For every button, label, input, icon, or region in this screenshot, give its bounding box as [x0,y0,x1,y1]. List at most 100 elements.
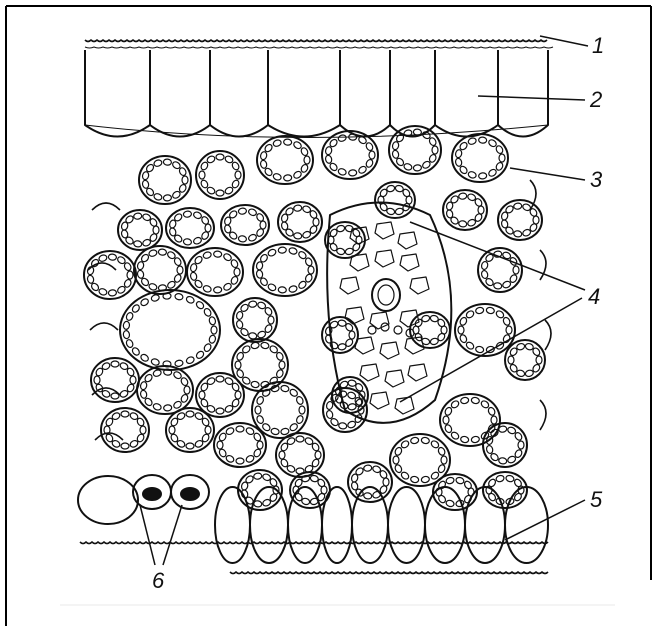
mesophyll-cell [375,182,415,218]
mesophyll-cell [166,408,214,452]
mesophyll-cell [483,423,527,467]
mesophyll-cell [196,151,244,199]
chloroplast [203,307,212,317]
mesophyll-cell-wall [214,423,266,467]
chloroplast [94,376,100,384]
chloroplast [121,229,129,238]
mesophyll-cell-wall [196,151,244,199]
chloroplast [236,369,245,379]
chloroplast [365,142,374,152]
chloroplast [230,275,239,285]
chloroplast [467,218,477,227]
chloroplast [183,211,192,218]
upper-cuticle-line [85,40,547,42]
vascular-cell [345,307,364,324]
chloroplast [245,427,255,436]
chloroplast [289,422,299,432]
chloroplast [495,474,504,482]
chloroplast [130,376,136,384]
chloroplast [495,145,504,155]
chloroplast [295,396,304,406]
chloroplast [495,161,504,171]
chloroplast [208,335,216,344]
chloroplast [392,150,400,159]
chloroplast [278,247,287,254]
chloroplast [245,454,255,463]
chloroplast [488,168,498,177]
chloroplast [186,411,194,417]
chloroplast [163,404,172,411]
chloroplast [498,457,507,464]
chloroplast [153,193,163,201]
chloroplast [169,227,177,236]
chloroplast [251,381,260,389]
chloroplast [256,396,265,406]
chloroplast [421,437,430,445]
chloroplast [480,400,490,410]
chloroplast [148,249,158,257]
chloroplast [140,381,148,390]
chloroplast [293,205,302,212]
chloroplast [289,388,299,398]
chloroplast [199,171,205,179]
chloroplast [467,171,477,179]
chloroplast [260,151,268,160]
leader-line-4a [410,222,585,290]
chloroplast [347,420,357,429]
chloroplast [459,334,468,344]
chloroplast [260,221,266,229]
chloroplast [216,190,224,196]
chloroplast [87,275,95,284]
chloroplast [184,386,190,394]
chloroplast [421,476,430,484]
chloroplast [267,283,277,292]
chloroplast [169,426,175,434]
chloroplast [180,377,189,387]
chloroplast [225,454,235,463]
mesophyll-cell [118,210,162,250]
chloroplast [395,207,404,215]
chloroplast [392,141,400,150]
chloroplast [283,139,292,146]
vascular-cell [380,342,399,359]
upper-epidermis-cell [268,50,340,137]
chloroplast [235,361,241,369]
chloroplast [336,224,345,232]
chloroplast [108,289,117,296]
upper-epidermis-cell [210,50,268,137]
chloroplast [278,286,287,293]
chloroplast [296,436,304,442]
chloroplast [481,270,489,279]
chloroplast [257,330,267,339]
leader-line-1 [540,36,588,46]
chloroplast [486,307,495,315]
mesophyll-cell-wall [91,358,139,402]
chloroplast [481,261,489,270]
chloroplast [455,149,463,158]
chloroplast [133,240,142,247]
chloroplast [394,446,403,456]
chloroplast [465,310,475,320]
mesophyll-cell [443,190,487,230]
mesophyll-cell [233,298,277,342]
mesophyll-cell [483,472,527,508]
chloroplast [131,346,141,356]
chloroplast [131,304,141,314]
mesophyll-cell [187,248,243,296]
chloroplast [108,254,117,261]
chloroplast [455,476,464,484]
mesophyll-cell-wall [166,408,214,452]
chloroplast [140,390,148,399]
chloroplast [236,351,245,361]
chloroplast [235,171,241,179]
label-stomata: 6 [152,568,165,593]
chloroplast [195,350,205,360]
edge-cell-wall [540,250,546,280]
chloroplast [279,451,285,459]
chloroplast [251,342,260,350]
mesophyll-cell [221,205,269,245]
chloroplast [304,156,310,164]
chloroplast [152,369,162,377]
chloroplast [486,445,494,454]
chloroplast [400,440,410,450]
